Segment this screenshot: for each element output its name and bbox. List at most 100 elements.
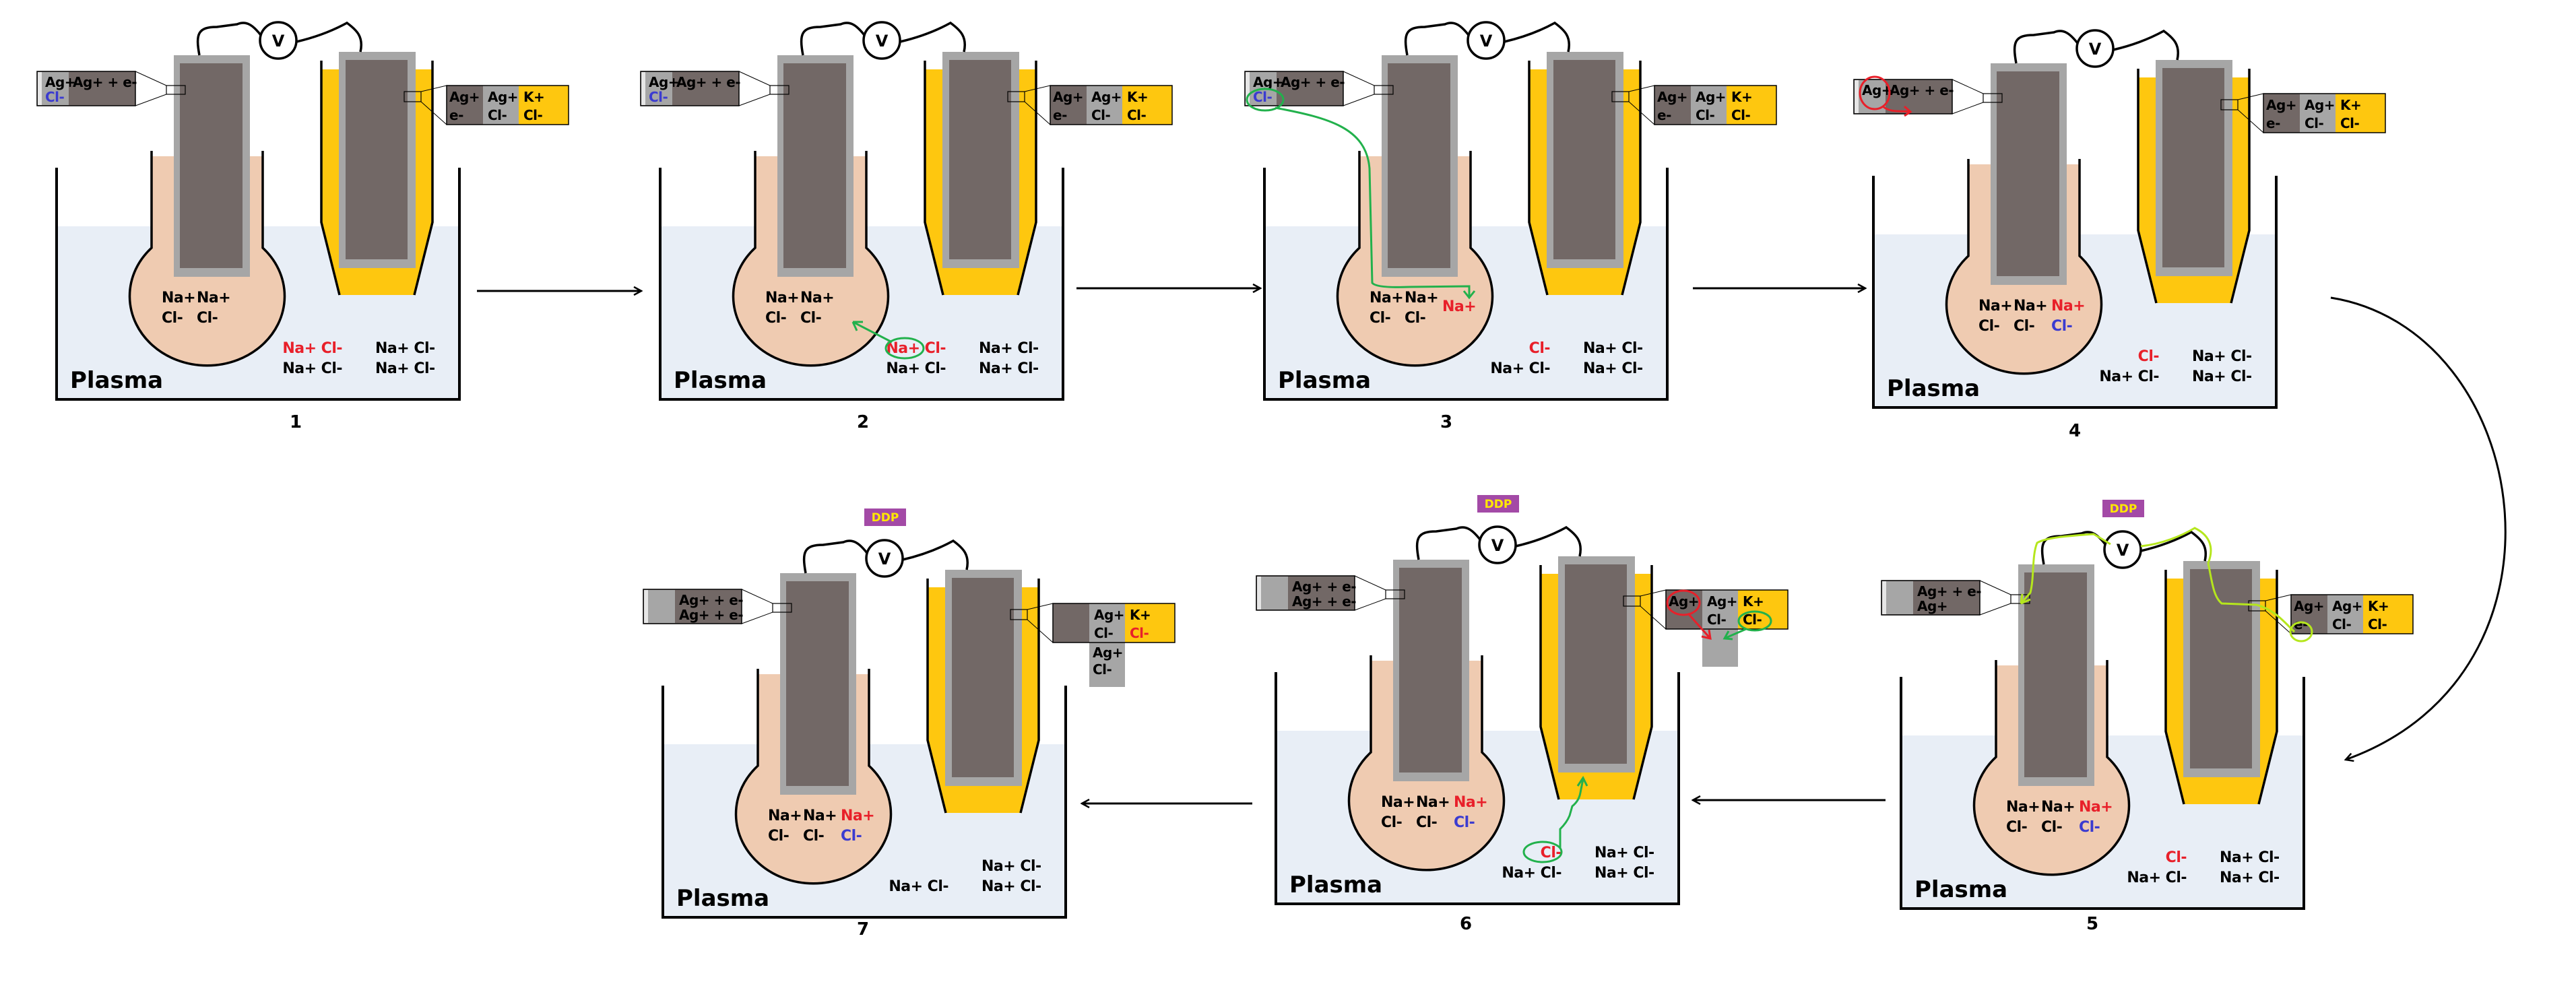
left-callout-reaction: Ag+ (1917, 598, 1947, 614)
bulb-ion: Na+ (803, 808, 837, 824)
right-callout-connector (1024, 85, 1051, 125)
plasma-label: Plasma (1887, 375, 1980, 402)
left-callout-reaction: Ag+ + e- (1292, 593, 1356, 610)
right-callout-solution (1125, 603, 1175, 643)
annotations (1859, 75, 1912, 117)
reference-tube (2164, 570, 2278, 805)
right-callout-ion: Cl- (1093, 661, 1112, 678)
right-callout-ion: e- (449, 107, 463, 123)
right-callout-coating (1702, 590, 1738, 629)
right-callout-marker (1611, 91, 1630, 102)
left-callout-marker (772, 603, 792, 613)
right-callout-coating (1691, 86, 1727, 125)
plasma-label: Plasma (1914, 876, 2007, 903)
bulb-glass (1945, 159, 2103, 375)
panel-number: 5 (2086, 914, 2098, 934)
bulb-ion: Cl- (841, 828, 862, 845)
plasma-ion: Cl- (1529, 340, 1550, 357)
ddp-label: DDP (2110, 502, 2137, 516)
beaker (662, 686, 1067, 919)
voltmeter-label: V (878, 550, 891, 568)
left-callout-edge (644, 590, 648, 623)
right-callout-connector (2265, 594, 2292, 634)
panel-number: 6 (1460, 914, 1472, 934)
bulb-ion: Cl- (1978, 318, 1999, 335)
highlight-circle (884, 337, 925, 360)
left-callout-marker (1374, 85, 1394, 95)
voltmeter-label: V (2089, 40, 2102, 59)
right-callout-ion: Ag+ (1657, 89, 1687, 105)
right-callout-coating (1087, 86, 1122, 125)
right-callout-marker (2248, 600, 2266, 612)
plasma-ion: Na+ Cl- (2099, 368, 2159, 385)
highlight-circle (1522, 841, 1563, 863)
right-callout-ion: Ag+ (1094, 607, 1124, 623)
left-callout-connector (738, 71, 771, 106)
bulb-glass (734, 669, 893, 885)
wire-right (1515, 525, 1582, 557)
plasma-label: Plasma (70, 367, 163, 394)
wire-right (2113, 29, 2179, 61)
left-callout-ion: Ag+ (1253, 74, 1283, 90)
plasma-ion: Na+ Cl- (886, 340, 946, 357)
right-callout (2263, 93, 2386, 133)
electron-flow-path (2020, 527, 2296, 633)
ddp-label: DDP (872, 511, 899, 525)
bulb-ion: Cl- (2006, 819, 2027, 836)
plasma-ion: Na+ Cl- (282, 340, 342, 357)
bulb-ion: Na+ (768, 808, 802, 824)
wire-left (196, 22, 262, 56)
voltmeter (1478, 525, 1517, 564)
right-callout-ion: Cl- (1094, 625, 1114, 641)
left-callout-marker (769, 85, 790, 95)
voltmeter (2075, 29, 2115, 68)
wire-right (902, 539, 969, 570)
panel-2: VAg+Cl-Ag+ + e-Ag+e-Ag+Cl-K+Cl-Na+Na+Cl-… (640, 21, 1173, 432)
ddp-badge (1477, 495, 1519, 513)
left-callout-connector (1979, 580, 2011, 616)
reference-tube (924, 61, 1037, 296)
right-callout-ion: e- (1053, 107, 1067, 123)
right-electrode (346, 60, 408, 259)
bulb-ion: Cl- (162, 310, 183, 327)
right-electrode (1553, 60, 1615, 259)
bulb-ion: Cl- (1454, 814, 1475, 831)
bulb-ion: Cl- (800, 310, 821, 327)
right-callout-ion: K+ (1743, 593, 1764, 610)
left-electrode (1388, 63, 1450, 268)
bulb-ion: Na+ (197, 290, 230, 306)
bulb-ion: Na+ (1454, 794, 1487, 811)
right-callout-marker (2220, 99, 2239, 110)
plasma-ion: Na+ Cl- (1502, 865, 1561, 882)
panel-number: 3 (1440, 412, 1452, 432)
left-callout-coating (644, 590, 675, 623)
bulb-glass (1972, 660, 2131, 876)
wire-right (1504, 21, 1570, 53)
left-callout-edge (1246, 72, 1250, 105)
reference-tube (1539, 565, 1653, 800)
left-callout-ion: Cl- (1253, 89, 1273, 105)
left-callout-reaction: Ag+ + e- (1917, 583, 1981, 599)
right-callout-connector (420, 85, 447, 125)
plasma-label: Plasma (1289, 872, 1382, 898)
bulb-ion: Na+ (1416, 794, 1450, 811)
right-callout-connector (1640, 589, 1667, 630)
voltmeter (1467, 21, 1506, 60)
voltmeter (862, 21, 901, 60)
ddp-badge (864, 508, 906, 526)
left-callout-coating (1882, 581, 1913, 614)
right-callout (2290, 594, 2414, 634)
right-callout-ion: Ag+ (2332, 598, 2362, 614)
left-callout-marker (1385, 589, 1405, 599)
right-callout-solution (1738, 590, 1788, 629)
plasma-ion: Na+ Cl- (979, 360, 1039, 377)
right-callout (1665, 589, 1789, 630)
bulb-ion: Na+ (1442, 298, 1476, 315)
right-callout-metal (447, 86, 483, 125)
left-callout-ion: Ag+ (649, 74, 679, 90)
beaker (1872, 176, 2278, 409)
left-callout-reaction: Ag+ + e- (679, 592, 743, 608)
right-callout (446, 85, 569, 125)
